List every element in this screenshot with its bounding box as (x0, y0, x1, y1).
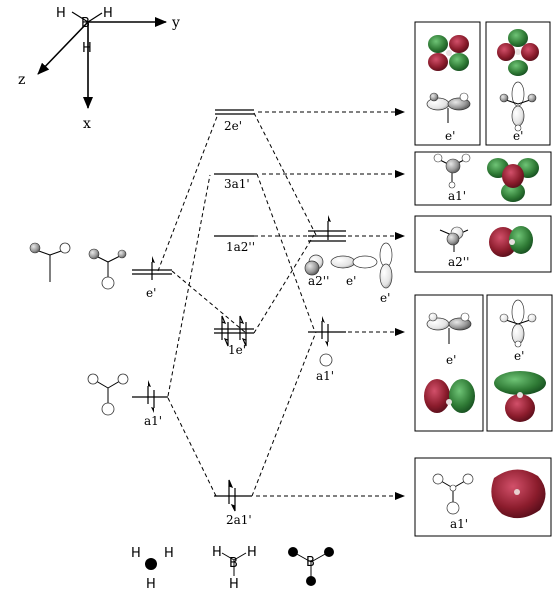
schematic-orbital (439, 226, 469, 252)
legend-atom-h: H (229, 577, 239, 592)
electron-pair-1e (221, 315, 247, 347)
electron-pair-2a1 (228, 479, 236, 512)
coordinate-axes: H B H H y z x (18, 6, 180, 132)
schematic-orbital (433, 153, 471, 189)
level-3a1-label: 3a1' (224, 177, 250, 191)
legend-atom-b: B (306, 555, 315, 570)
orbital-box-2e: e' e' (414, 21, 551, 146)
schematic-orbital (499, 299, 537, 348)
box-label: e' (513, 129, 523, 143)
box-label: e' (445, 129, 455, 143)
mo-levels: 2e' 3a1' 1a2'' 1e' 2a1' (214, 109, 257, 527)
box-label: e' (514, 349, 524, 363)
box-label: e' (446, 353, 456, 367)
left-e-label: e' (146, 286, 156, 300)
legend-atom-b: B (229, 556, 238, 571)
atom-h-label: H (103, 6, 113, 21)
boron-pz-orbital (304, 254, 324, 276)
orbital-box-1e: e' e' (414, 294, 553, 432)
right-a1-label: a1' (316, 369, 334, 383)
z-axis-arrow (37, 21, 89, 75)
schematic-orbital (426, 92, 471, 123)
box-label: a1' (450, 517, 468, 531)
box-label: a1' (448, 189, 466, 203)
schematic-orbital (426, 312, 472, 344)
left-fragment: e' a1' (29, 242, 172, 428)
boron-s-orbital (319, 353, 333, 367)
rendered-orbital (487, 158, 539, 202)
legend-atom-h: H (131, 546, 141, 561)
right-fragment: a2'' e' e' a1' (304, 215, 393, 383)
box-arrows (256, 108, 405, 500)
z-axis-label: z (18, 72, 25, 88)
legend-atom-h: H (164, 546, 174, 561)
orbital-box-1a2: a2'' (414, 215, 552, 273)
correlation-lines (157, 112, 317, 497)
legend-atom-h: H (212, 545, 222, 560)
rendered-orbital (494, 371, 546, 422)
level-2a1-label: 2a1' (226, 513, 252, 527)
rendered-orbital (424, 379, 475, 413)
rendered-orbital (428, 35, 469, 71)
legend-atom-h: H (247, 545, 257, 560)
level-1e-label: 1e' (228, 343, 246, 357)
y-axis-label: y (171, 15, 180, 31)
atom-h-label: H (82, 41, 92, 56)
level-2e-label: 2e' (224, 119, 242, 133)
right-e-label-2: e' (380, 291, 390, 305)
legend-atom-h: H (146, 577, 156, 592)
right-e-label-1: e' (346, 274, 356, 288)
bond (71, 11, 89, 23)
bond (87, 12, 103, 23)
legend-representations: H H H B H H H B (131, 545, 334, 592)
atom-b-label: B (81, 16, 90, 31)
schematic-orbital (499, 81, 537, 132)
rendered-orbital (491, 469, 546, 519)
orbital-box-2a1: a1' (414, 457, 552, 537)
left-a1-label: a1' (144, 414, 162, 428)
orbital-box-3a1: a1' (414, 151, 552, 206)
box-label: a2'' (448, 255, 469, 269)
boron-py-orbital (379, 242, 393, 289)
schematic-orbital (432, 473, 474, 515)
x-axis-label: x (83, 116, 91, 132)
rendered-orbital (489, 226, 533, 257)
level-1a2-label: 1a2'' (226, 240, 255, 254)
boron-px-orbital (330, 255, 378, 269)
right-a2-label: a2'' (308, 274, 329, 288)
atom-h-label: H (56, 6, 66, 21)
rendered-orbital (497, 29, 539, 76)
